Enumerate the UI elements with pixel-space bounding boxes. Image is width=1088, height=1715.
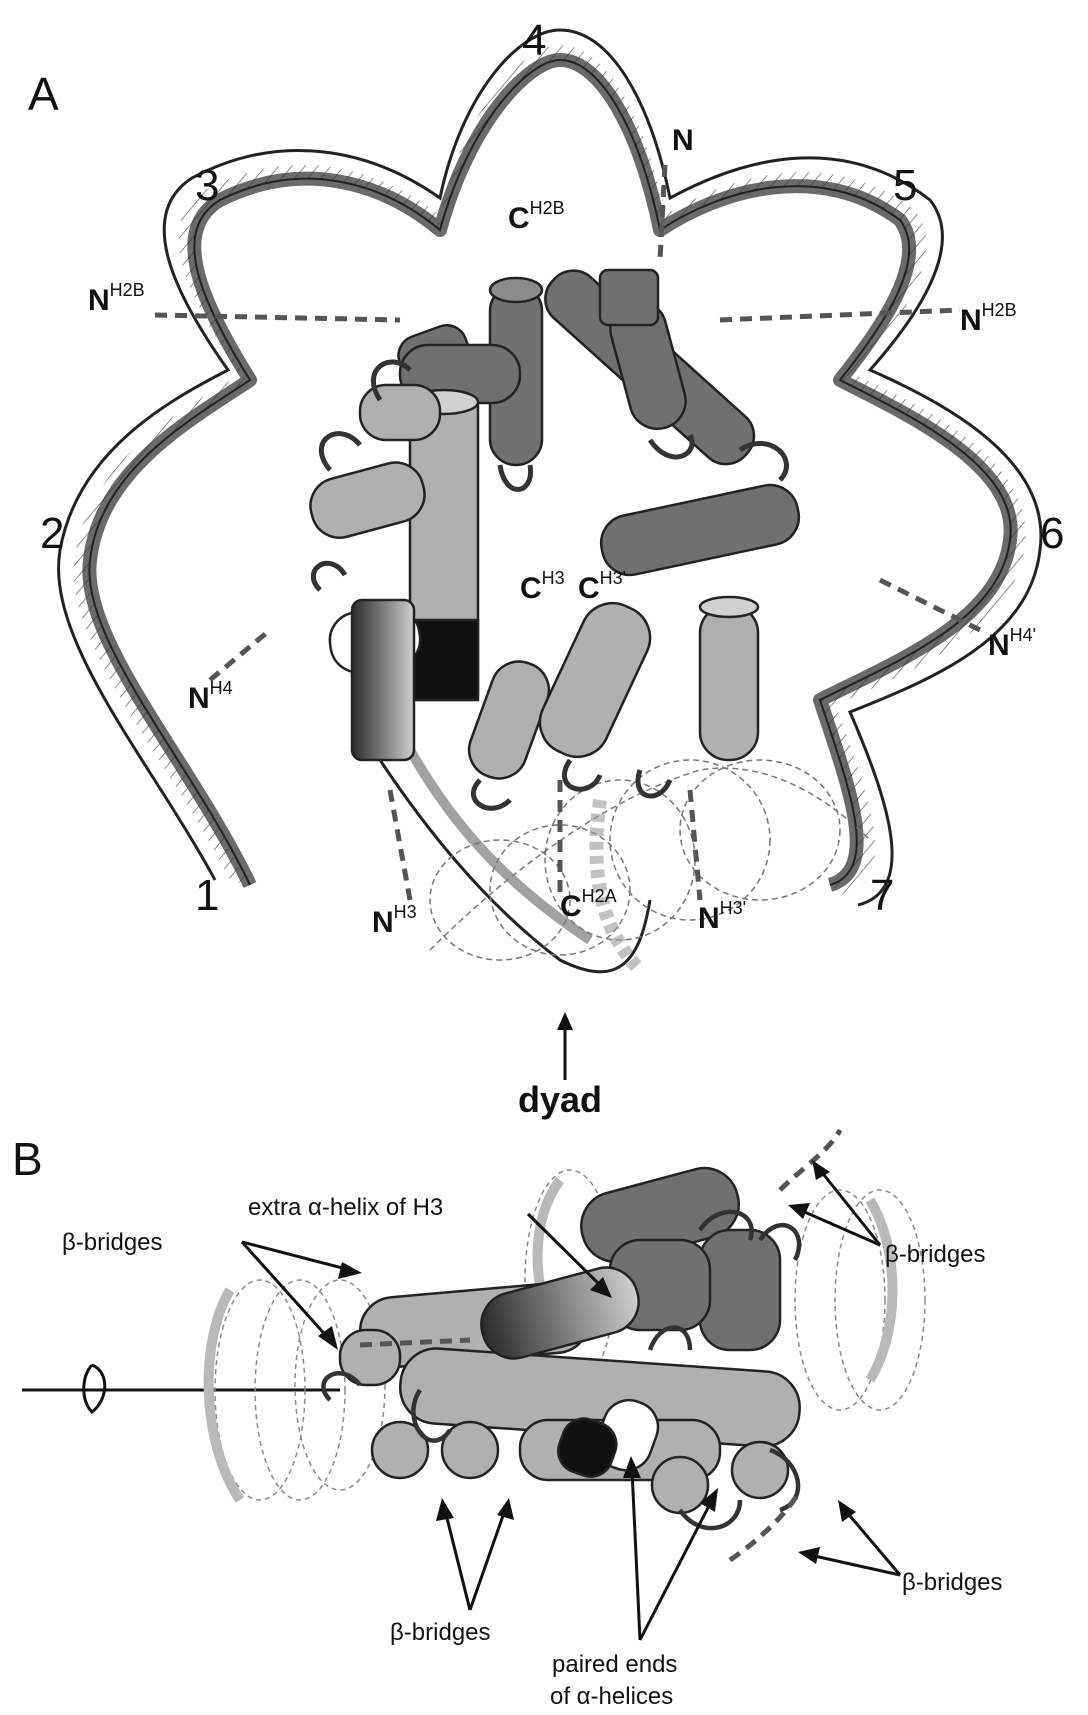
- position-3: 3: [195, 161, 219, 210]
- beta-bridges-right-top-label: β-bridges: [885, 1241, 986, 1268]
- dna-ghost-band: [596, 800, 640, 970]
- dyad-label: dyad: [518, 1079, 602, 1120]
- dyad-marker: dyad: [518, 1012, 602, 1120]
- terminus-c-h3-prime: CH3': [578, 568, 626, 605]
- position-7: 7: [870, 871, 894, 920]
- position-6: 6: [1040, 509, 1064, 558]
- terminus-n-h4-prime: NH4': [988, 625, 1036, 662]
- beta-bridges-bottom-label: β-bridges: [390, 1619, 491, 1646]
- gradient-helix-a: [352, 600, 414, 760]
- extra-helix-label: extra α-helix of H3: [248, 1194, 443, 1221]
- termini-labels: NH2B NH2B N CH2B CH3 CH3' NH4 NH4' NH3 C…: [88, 124, 1036, 939]
- terminus-n-h2b-left: NH2B: [88, 280, 145, 317]
- position-4: 4: [522, 16, 546, 65]
- position-2: 2: [40, 509, 64, 558]
- panel-a-label: A: [28, 68, 59, 120]
- histone-octamer: [304, 260, 804, 786]
- paired-ends-label-line2: of α-helices: [550, 1683, 673, 1710]
- terminus-n-h2b-right: NH2B: [960, 300, 1017, 337]
- paired-ends-label-line1: paired ends: [552, 1651, 677, 1678]
- terminus-c-h3: CH3: [520, 568, 565, 605]
- terminus-n-h3: NH3: [372, 902, 417, 939]
- side-view: [22, 1130, 925, 1560]
- terminus-n-top: N: [672, 124, 694, 157]
- position-5: 5: [893, 161, 917, 210]
- panel-b-label: B: [12, 1133, 43, 1185]
- beta-bridges-right-bottom-label: β-bridges: [902, 1569, 1003, 1596]
- terminus-c-h2b: CH2B: [508, 198, 565, 235]
- position-1: 1: [195, 871, 219, 920]
- beta-bridges-left-label: β-bridges: [62, 1229, 163, 1256]
- terminus-n-h3-prime: NH3': [698, 898, 746, 935]
- terminus-n-h4: NH4: [188, 678, 233, 715]
